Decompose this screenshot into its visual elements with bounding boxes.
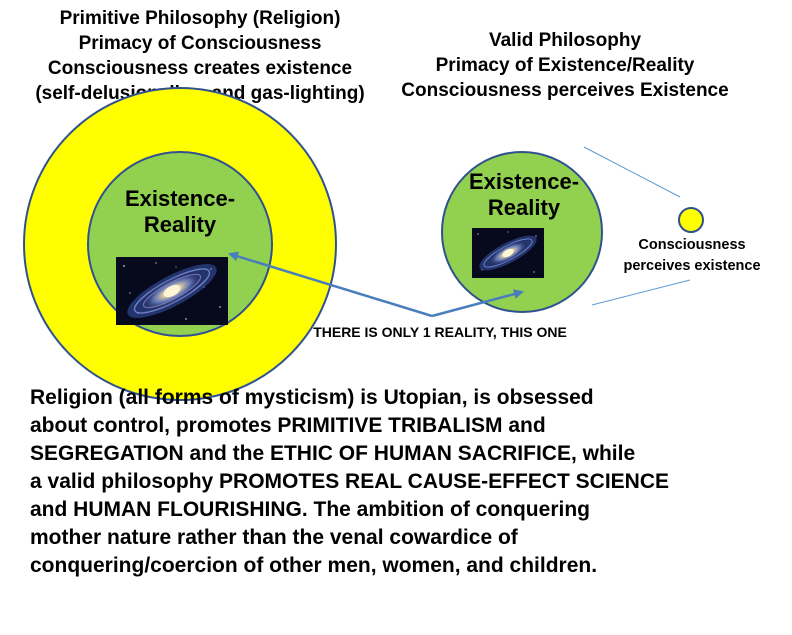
left-existence-reality-label: Existence- Reality (92, 186, 268, 238)
consciousness-label: Consciousness perceives existence (612, 235, 772, 277)
body-line: and HUMAN FLOURISHING. The ambition of c… (30, 498, 590, 521)
arrow-to-left-reality (228, 251, 433, 318)
right-title-line: Valid Philosophy (488, 30, 642, 51)
left-title-line: Primitive Philosophy (Religion) (59, 8, 341, 29)
right-title: Valid Philosophy Primacy of Existence/Re… (375, 28, 755, 103)
body-line: mother nature rather than the venal cowa… (30, 526, 518, 549)
right-label-line: Reality (487, 195, 561, 220)
right-title-line: Consciousness perceives Existence (401, 80, 729, 101)
left-title-line: Consciousness creates existence (47, 58, 353, 79)
left-label-line: Reality (143, 212, 217, 237)
left-label-line: Existence- (124, 186, 236, 211)
body-paragraph: Religion (all forms of mysticism) is Uto… (30, 384, 780, 580)
right-label-line: Existence- (468, 169, 580, 194)
right-existence-reality-label: Existence- Reality (446, 169, 602, 221)
consciousness-circle (678, 207, 704, 233)
left-title-line: Primacy of Consciousness (78, 33, 322, 54)
galaxy-icon (472, 228, 544, 278)
body-line: about control, promotes PRIMITIVE TRIBAL… (30, 414, 546, 437)
consciousness-label-line: Consciousness (638, 237, 746, 253)
galaxy-image (116, 257, 228, 325)
body-line: a valid philosophy PROMOTES REAL CAUSE-E… (30, 470, 670, 493)
body-line: SEGREGATION and the ETHIC OF HUMAN SACRI… (30, 442, 636, 465)
right-title-line: Primacy of Existence/Reality (435, 55, 695, 76)
only-one-reality-note: THERE IS ONLY 1 REALITY, THIS ONE (313, 324, 567, 340)
perception-line-top (583, 146, 681, 198)
consciousness-label-line: perceives existence (623, 258, 761, 274)
body-line: Religion (all forms of mysticism) is Uto… (30, 386, 594, 409)
galaxy-icon (116, 257, 228, 325)
body-line: conquering/coercion of other men, women,… (30, 554, 598, 577)
galaxy-image (472, 228, 544, 278)
arrow-to-right-reality (431, 289, 524, 318)
perception-line-bottom (591, 279, 691, 306)
